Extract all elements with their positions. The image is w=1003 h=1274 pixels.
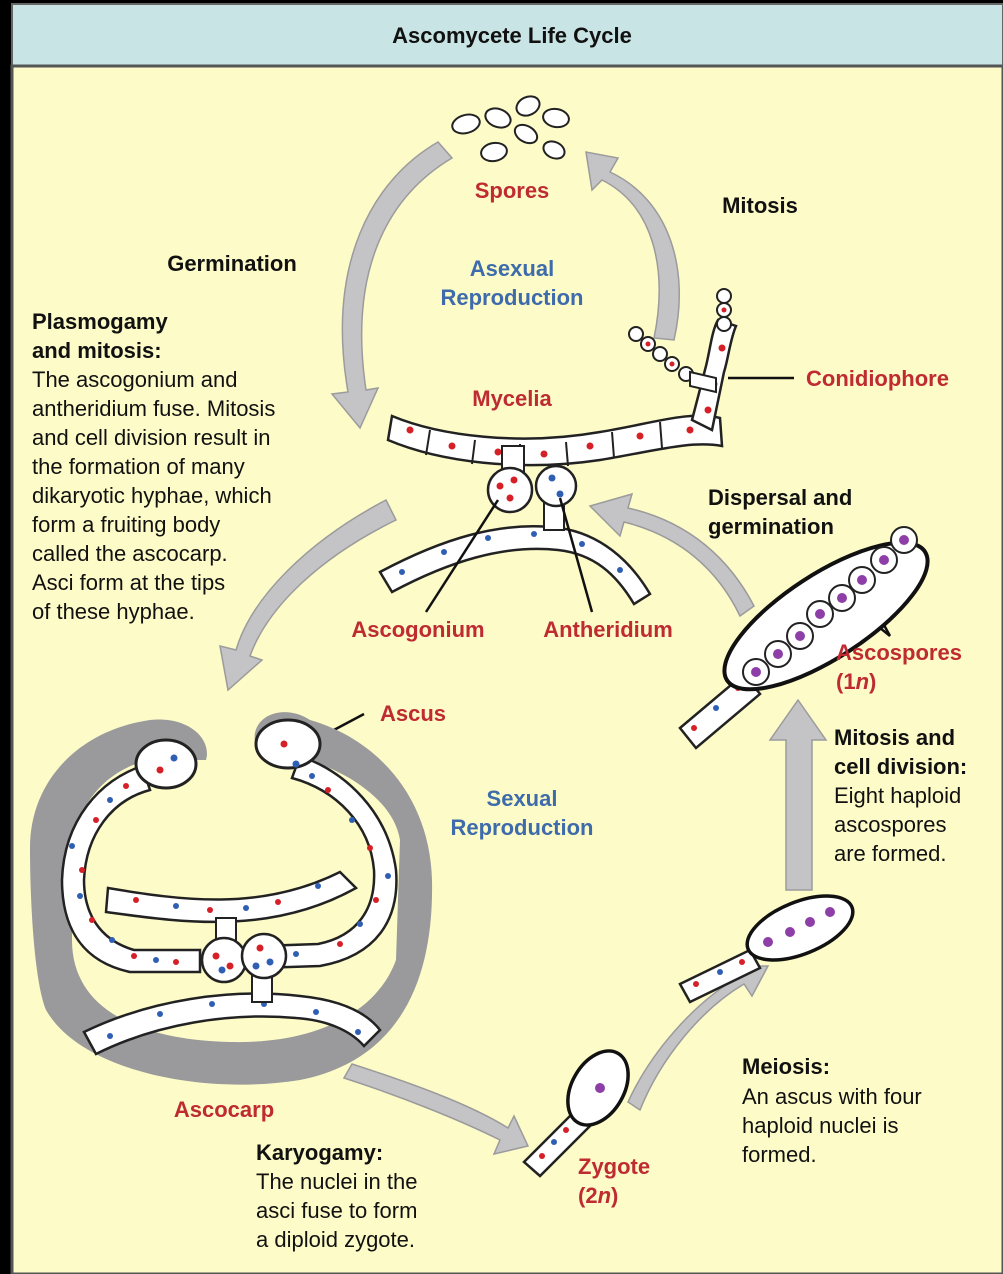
meiosis-heading: Meiosis: bbox=[742, 1054, 830, 1079]
plasmogamy-body-2: antheridium fuse. Mitosis bbox=[32, 396, 275, 421]
zygote-label-line2: (2n) bbox=[578, 1183, 618, 1208]
karyogamy-heading: Karyogamy: bbox=[256, 1140, 383, 1165]
plasmogamy-heading-2: and mitosis: bbox=[32, 338, 162, 363]
sexual-label-line2: Reproduction bbox=[451, 815, 594, 840]
karyogamy-body-1: The nuclei in the bbox=[256, 1169, 417, 1194]
plasmogamy-body-7: called the ascocarp. bbox=[32, 541, 228, 566]
division-body-3: are formed. bbox=[834, 841, 947, 866]
ascospores-label-line1: Ascospores bbox=[836, 640, 962, 665]
division-body-2: ascospores bbox=[834, 812, 947, 837]
sexual-label-line1: Sexual bbox=[487, 786, 558, 811]
dispersal-label-line1: Dispersal and bbox=[708, 485, 852, 510]
plasmogamy-heading-1: Plasmogamy bbox=[32, 309, 168, 334]
antheridium-cell bbox=[536, 466, 576, 506]
mitosis-label: Mitosis bbox=[722, 193, 798, 218]
plasmogamy-body-9: of these hyphae. bbox=[32, 599, 195, 624]
dispersal-label-line2: germination bbox=[708, 514, 834, 539]
plasmogamy-body-5: dikaryotic hyphae, which bbox=[32, 483, 272, 508]
meiosis-body-2: haploid nuclei is bbox=[742, 1113, 899, 1138]
division-heading-2: cell division: bbox=[834, 754, 967, 779]
plasmogamy-body-3: and cell division result in bbox=[32, 425, 270, 450]
ascogonium-label: Ascogonium bbox=[351, 617, 484, 642]
plasmogamy-body-4: the formation of many bbox=[32, 454, 245, 479]
meiosis-body-3: formed. bbox=[742, 1142, 817, 1167]
diagram-title: Ascomycete Life Cycle bbox=[392, 23, 632, 48]
antheridium-label: Antheridium bbox=[543, 617, 673, 642]
karyogamy-body-3: a diploid zygote. bbox=[256, 1227, 415, 1252]
ascus-left bbox=[136, 740, 196, 788]
spores-label: Spores bbox=[475, 178, 550, 203]
asexual-label-line2: Reproduction bbox=[441, 285, 584, 310]
karyogamy-body-2: asci fuse to form bbox=[256, 1198, 417, 1223]
plasmogamy-body-1: The ascogonium and bbox=[32, 367, 237, 392]
zygote-label-line1: Zygote bbox=[578, 1154, 650, 1179]
ascus-right bbox=[256, 720, 320, 768]
meiosis-body-1: An ascus with four bbox=[742, 1084, 922, 1109]
asexual-label-line1: Asexual bbox=[470, 256, 554, 281]
ascus-label: Ascus bbox=[380, 701, 446, 726]
division-body-1: Eight haploid bbox=[834, 783, 961, 808]
ascocarp-label: Ascocarp bbox=[174, 1097, 274, 1122]
mycelia-label: Mycelia bbox=[472, 386, 552, 411]
conidiophore-label: Conidiophore bbox=[806, 366, 949, 391]
ascospores-label-line2: (1n) bbox=[836, 669, 876, 694]
germination-label: Germination bbox=[167, 251, 297, 276]
division-heading-1: Mitosis and bbox=[834, 725, 955, 750]
plasmogamy-body-6: form a fruiting body bbox=[32, 512, 220, 537]
plasmogamy-body-8: Asci form at the tips bbox=[32, 570, 225, 595]
